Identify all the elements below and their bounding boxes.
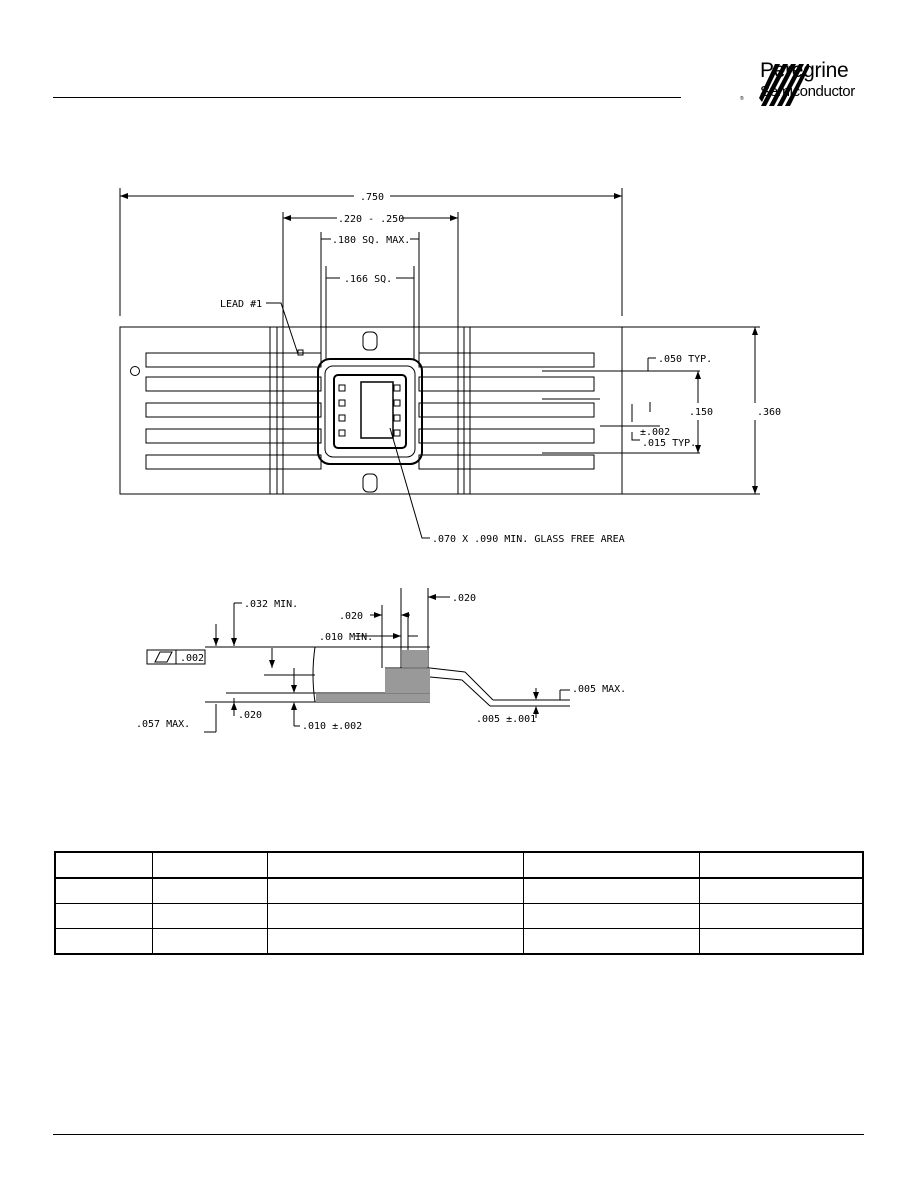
dim-cavity-size: .166 SQ. (344, 274, 392, 285)
table-cell (151, 903, 267, 929)
table-header-cell (266, 852, 523, 879)
flatness-value: .002 (180, 653, 204, 664)
table-cell (151, 928, 267, 955)
dim-lid-edge: .020 (339, 611, 363, 622)
dim-lid-size: .180 SQ. MAX. (332, 235, 410, 246)
dim-lead-thick-max: .005 MAX. (572, 684, 626, 695)
dim-lead-gap: .015 TYP. (642, 438, 696, 449)
table-cell (698, 903, 863, 929)
table-cell (266, 903, 523, 929)
ordering-table (54, 851, 864, 955)
table-header-row (55, 852, 863, 879)
dim-lead-offset: .020 (452, 593, 476, 604)
table-header-cell (698, 852, 863, 879)
dim-glass-edge: .010 MIN. (319, 632, 373, 643)
table-cell (522, 903, 699, 929)
dim-overall-height: .360 (757, 407, 781, 418)
dim-pitch-tol: ±.002 (640, 427, 670, 438)
registered-mark: ® (740, 96, 744, 102)
table-cell (266, 878, 523, 904)
table-cell (522, 878, 699, 904)
table-cell (522, 928, 699, 955)
table-cell (55, 903, 152, 929)
dim-lead-span: .220 - .250 (338, 214, 404, 225)
peregrine-logo-icon (759, 64, 809, 106)
label-lead-one: LEAD #1 (220, 299, 262, 310)
dim-base-tol: .010 ±.002 (302, 721, 362, 732)
table-cell (151, 878, 267, 904)
table-row (55, 878, 863, 904)
dim-overall-length: .750 (360, 192, 384, 203)
header-rule (53, 97, 681, 98)
table-row (55, 928, 863, 955)
dim-lead-thick: .005 ±.001 (476, 714, 536, 725)
company-name: Peregrine (760, 59, 849, 82)
company-subtitle: Semiconductor (760, 83, 855, 100)
dim-base-thick: .020 (238, 710, 262, 721)
dim-lead-width: .050 TYP. (658, 354, 712, 365)
table-row (55, 903, 863, 929)
table-cell (698, 878, 863, 904)
package-drawing: .750 .220 - .250 .180 SQ. MAX. .166 SQ. … (119, 188, 781, 733)
table-cell (266, 928, 523, 955)
dim-pitch: .150 (689, 407, 713, 418)
table-cell (55, 928, 152, 955)
dim-height-min: .032 MIN. (244, 599, 298, 610)
table-header-cell (522, 852, 699, 879)
dim-pkg-height-max: .057 MAX. (136, 719, 190, 730)
table-header-cell (151, 852, 267, 879)
footer-rule (53, 1134, 864, 1135)
table-header-cell (55, 852, 152, 879)
table-cell (55, 878, 152, 904)
table-cell (698, 928, 863, 955)
label-glass-area: .070 X .090 MIN. GLASS FREE AREA (432, 534, 625, 545)
